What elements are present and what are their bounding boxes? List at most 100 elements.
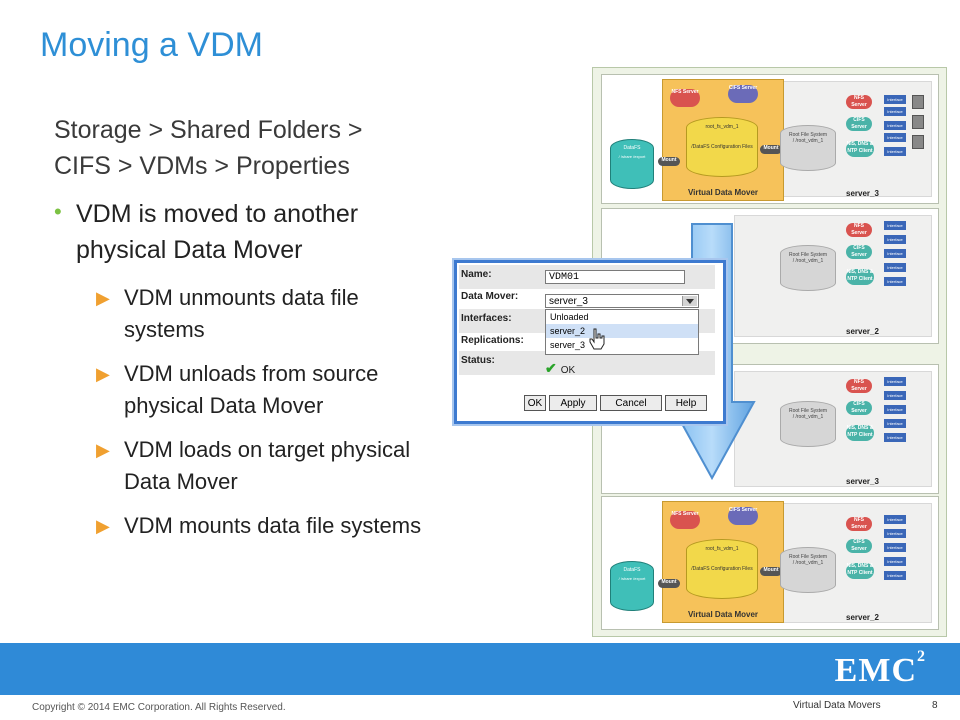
- status-label: Status:: [461, 355, 495, 366]
- interface-box: Interface: [884, 133, 906, 142]
- hand-cursor-icon: [589, 328, 605, 350]
- vdm-diagram: Virtual Data Mover NFS Server CIFS Serve…: [592, 67, 947, 637]
- apply-button[interactable]: Apply: [549, 395, 597, 411]
- sub-bullet-text: VDM unloads from source physical Data Mo…: [124, 361, 379, 418]
- server-panel: Virtual Data Mover NFS Server CIFS Serve…: [601, 496, 939, 630]
- data-mover-dropdown: Unloaded server_2 server_3: [545, 309, 699, 355]
- data-mover-label: Data Mover:: [461, 291, 519, 302]
- nfs-server-badge: NFS Server: [846, 379, 872, 393]
- option-server-2[interactable]: server_2: [546, 324, 698, 338]
- arrow-bullet-icon: ▶: [96, 364, 110, 384]
- copyright-text: Copyright © 2014 EMC Corporation. All Ri…: [32, 702, 286, 713]
- interface-box: Interface: [884, 543, 906, 552]
- nis-badge: NIS, DNS & NTP Client: [846, 425, 874, 441]
- sub-bullet-text: VDM mounts data file systems: [124, 513, 422, 538]
- root-file-system: Root File System/ /root_vdm_1: [780, 401, 836, 447]
- datafs-label: DataFS: [623, 567, 641, 573]
- cifs-server-badge: CIFS Server: [846, 245, 872, 259]
- arrow-bullet-icon: ▶: [96, 516, 110, 536]
- root-fs-cylinder: root_fs_vdm_1 /DataFS Configuration File…: [686, 539, 758, 599]
- interface-box: Interface: [884, 405, 906, 414]
- port-icon: [912, 135, 924, 149]
- sub-bullet-text: VDM loads on target physical Data Mover: [124, 437, 411, 494]
- interface-box: Interface: [884, 147, 906, 156]
- interface-box: Interface: [884, 249, 906, 258]
- footer-section: Virtual Data Movers: [793, 700, 881, 711]
- interface-box: Interface: [884, 571, 906, 580]
- interface-box: Interface: [884, 277, 906, 286]
- ok-button[interactable]: OK: [524, 395, 546, 411]
- interface-box: Interface: [884, 121, 906, 130]
- mount-badge: Mount: [760, 145, 782, 154]
- nis-badge: NIS, DNS & NTP Client: [846, 563, 874, 579]
- nis-badge: NIS, DNS & NTP Client: [846, 269, 874, 285]
- help-button[interactable]: Help: [665, 395, 707, 411]
- option-server-3[interactable]: server_3: [550, 340, 586, 350]
- mount-badge: Mount: [658, 157, 680, 166]
- logo-sup: 2: [917, 648, 926, 665]
- cifs-server-badge: CIFS Server: [846, 539, 872, 553]
- name-field[interactable]: VDM01: [545, 270, 685, 284]
- interface-box: Interface: [884, 419, 906, 428]
- cifs-server-badge: CIFS Server: [728, 85, 758, 103]
- check-icon: ✔: [545, 360, 557, 376]
- navigation-path: Storage > Shared Folders > CIFS > VDMs >…: [54, 112, 434, 184]
- server-label: server_2: [846, 613, 879, 622]
- rfs-label: Root File System: [788, 252, 828, 258]
- sub-bullet-text: VDM unmounts data file systems: [124, 285, 359, 342]
- data-mover-value: server_3: [549, 296, 588, 307]
- rfs-label: Root File System: [788, 132, 828, 138]
- interface-box: Interface: [884, 235, 906, 244]
- arrow-bullet-icon: ▶: [96, 440, 110, 460]
- interface-box: Interface: [884, 515, 906, 524]
- datafs-paths: / /share /export: [618, 154, 646, 159]
- datafs-paths: / /share /export: [618, 576, 646, 581]
- rfs-path: / /root_vdm_1: [792, 138, 824, 144]
- vdm-label: Virtual Data Mover: [687, 188, 759, 197]
- slide-title: Moving a VDM: [40, 26, 263, 64]
- path-line-2: CIFS > VDMs > Properties: [54, 152, 350, 180]
- interface-box: Interface: [884, 557, 906, 566]
- bullet-dot-icon: •: [54, 199, 62, 224]
- datafs-cylinder: DataFS / /share /export: [610, 139, 654, 189]
- port-icon: [912, 115, 924, 129]
- nfs-server-badge: NFS Server: [846, 95, 872, 109]
- rfs-label: Root File System: [788, 408, 828, 414]
- interface-box: Interface: [884, 107, 906, 116]
- replications-label: Replications:: [461, 335, 524, 346]
- interfaces-label: Interfaces:: [461, 313, 512, 324]
- interface-box: Interface: [884, 529, 906, 538]
- nfs-server-badge: NFS Server: [846, 223, 872, 237]
- nfs-server-badge: NFS Server: [670, 511, 700, 529]
- page-number: 8: [932, 700, 938, 711]
- root-file-system: Root File System/ /root_vdm_1: [780, 245, 836, 291]
- rfs-path: / /root_vdm_1: [792, 560, 824, 566]
- option-unloaded[interactable]: Unloaded: [550, 312, 589, 322]
- server-label: server_3: [846, 477, 879, 486]
- server-panel: Virtual Data Mover NFS Server CIFS Serve…: [601, 74, 939, 204]
- name-label: Name:: [461, 269, 492, 280]
- interface-box: Interface: [884, 391, 906, 400]
- root-file-system: Root File System/ /root_vdm_1: [780, 547, 836, 593]
- vdm-label: Virtual Data Mover: [687, 610, 759, 619]
- cancel-button[interactable]: Cancel: [600, 395, 662, 411]
- cifs-server-badge: CIFS Server: [728, 507, 758, 525]
- config-label: /DataFS Configuration Files: [691, 144, 753, 150]
- port-icon: [912, 95, 924, 109]
- arrow-bullet-icon: ▶: [96, 288, 110, 308]
- data-mover-select[interactable]: server_3: [545, 294, 699, 308]
- emc-logo: EMC2: [835, 648, 926, 690]
- config-label: /DataFS Configuration Files: [691, 566, 753, 572]
- chevron-down-icon[interactable]: [682, 296, 697, 306]
- field-row-bg: [459, 351, 715, 375]
- root-fs-label: root_fs_vdm_1: [705, 546, 739, 552]
- status-value: ✔OK: [545, 360, 575, 377]
- nfs-server-badge: NFS Server: [670, 89, 700, 107]
- footer-bar: [0, 643, 960, 695]
- nfs-server-badge: NFS Server: [846, 517, 872, 531]
- root-fs-label: root_fs_vdm_1: [705, 124, 739, 130]
- root-file-system: Root File System/ /root_vdm_1: [780, 125, 836, 171]
- interface-box: Interface: [884, 221, 906, 230]
- datafs-cylinder: DataFS / /share /export: [610, 561, 654, 611]
- datafs-label: DataFS: [623, 145, 641, 151]
